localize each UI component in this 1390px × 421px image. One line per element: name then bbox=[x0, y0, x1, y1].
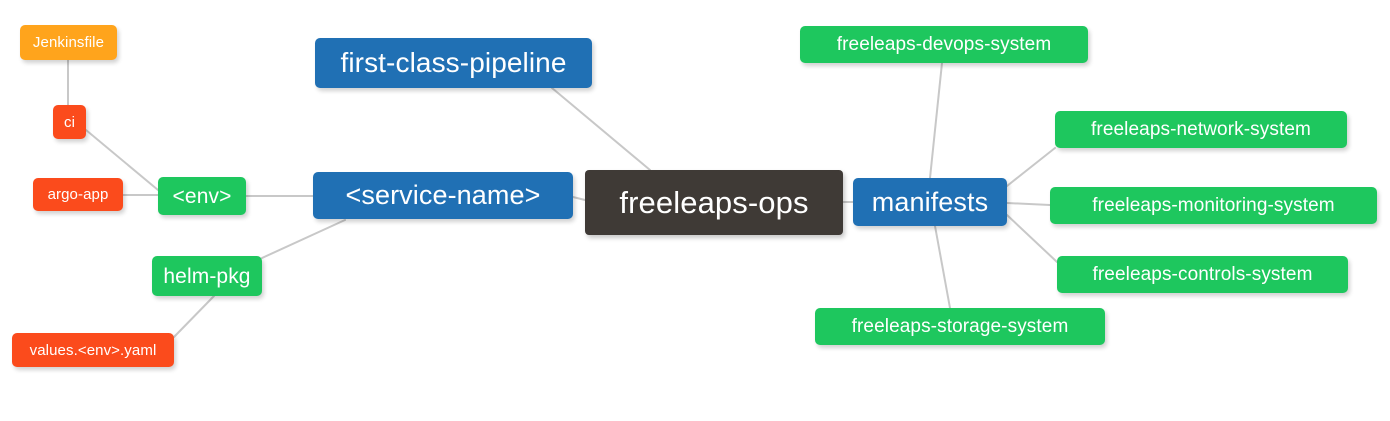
mindmap-node-helm-pkg[interactable]: helm-pkg bbox=[152, 256, 262, 296]
edge-freeleaps-storage-system-to-manifests bbox=[934, 225, 951, 309]
mindmap-node-ci[interactable]: ci bbox=[53, 105, 86, 139]
mindmap-node-env[interactable]: <env> bbox=[158, 177, 246, 215]
edge-first-class-pipeline-to-freeleaps-ops bbox=[551, 87, 651, 171]
mindmap-node-freeleaps-ops[interactable]: freeleaps-ops bbox=[585, 170, 843, 235]
mindmap-node-freeleaps-storage-system[interactable]: freeleaps-storage-system bbox=[815, 308, 1105, 345]
mindmap-node-service-name[interactable]: <service-name> bbox=[313, 172, 573, 219]
edge-freeleaps-monitoring-system-to-manifests bbox=[1006, 202, 1051, 206]
edge-service-name-to-freeleaps-ops bbox=[572, 196, 586, 201]
edge-freeleaps-network-system-to-manifests bbox=[1006, 147, 1056, 187]
mindmap-node-argo-app[interactable]: argo-app bbox=[33, 178, 123, 211]
edge-freeleaps-controls-system-to-manifests bbox=[1006, 214, 1058, 263]
mindmap-node-freeleaps-devops-system[interactable]: freeleaps-devops-system bbox=[800, 26, 1088, 63]
mindmap-node-jenkinsfile[interactable]: Jenkinsfile bbox=[20, 25, 117, 60]
mindmap-node-freeleaps-network-system[interactable]: freeleaps-network-system bbox=[1055, 111, 1347, 148]
mindmap-node-first-class-pipeline[interactable]: first-class-pipeline bbox=[315, 38, 592, 88]
mindmap-node-manifests[interactable]: manifests bbox=[853, 178, 1007, 226]
mindmap-node-values-yaml[interactable]: values.<env>.yaml bbox=[12, 333, 174, 367]
mindmap-node-freeleaps-monitoring-system[interactable]: freeleaps-monitoring-system bbox=[1050, 187, 1377, 224]
edge-helm-pkg-to-service-name bbox=[261, 219, 346, 259]
edge-freeleaps-devops-system-to-manifests bbox=[929, 62, 943, 179]
edge-values-yaml-to-helm-pkg bbox=[173, 295, 215, 338]
mindmap-node-freeleaps-controls-system[interactable]: freeleaps-controls-system bbox=[1057, 256, 1348, 293]
